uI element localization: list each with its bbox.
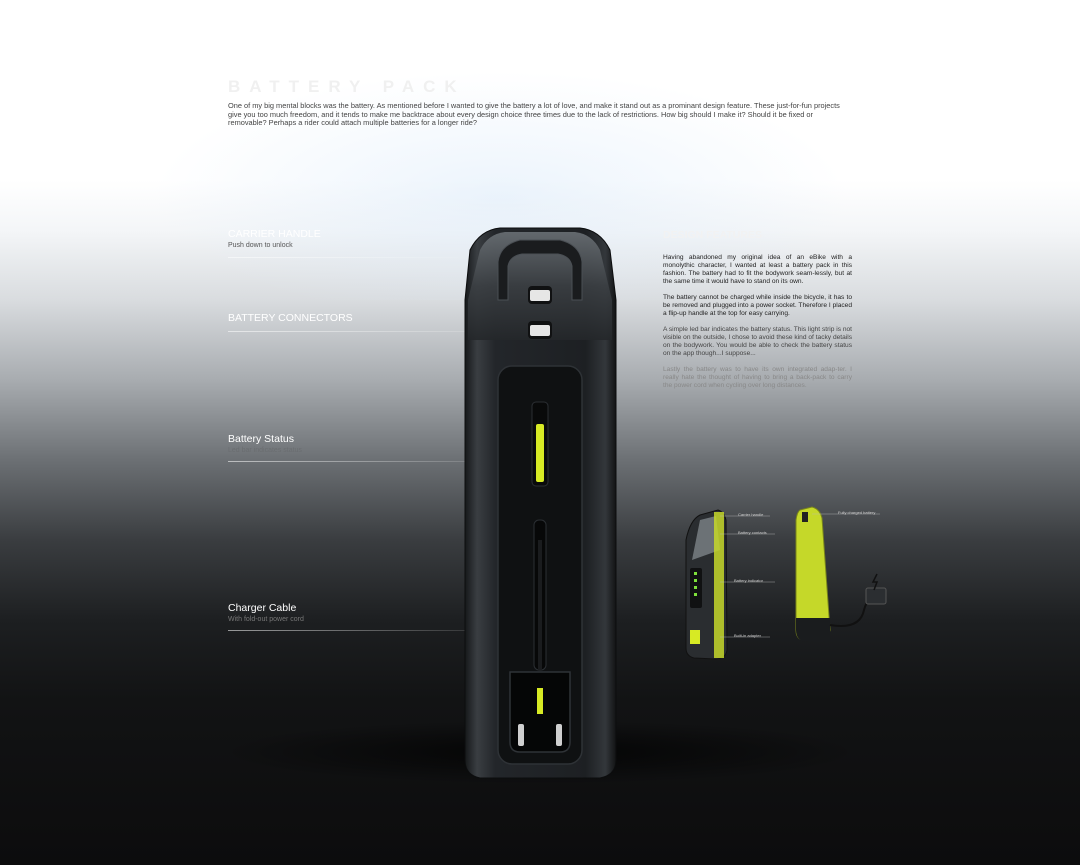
callout-title: Charger Cable <box>228 602 297 614</box>
mini-battery-cap <box>692 516 720 560</box>
mini-label: Battery indicator <box>734 578 763 583</box>
mini-connector-icon <box>802 512 808 522</box>
mini-label: Carrier handle <box>738 512 764 517</box>
plug-led-icon <box>537 688 543 714</box>
callout-carrier-handle: CARRIER HANDLE Push down to unlock <box>228 228 518 258</box>
design-features-body: Having abandoned my original idea of an … <box>663 254 852 399</box>
design-features-paragraph: The battery cannot be charged while insi… <box>663 294 852 317</box>
callout-battery-status: Battery Status Led bar indicates status <box>228 433 518 462</box>
mini-battery-dark <box>685 509 728 660</box>
callout-subtitle: With fold-out power cord <box>228 616 304 623</box>
callout-title: Battery Status <box>228 433 294 445</box>
carrier-handle-icon <box>497 239 583 301</box>
mini-battery-side <box>714 512 724 658</box>
mini-battery-yellow <box>795 506 887 642</box>
cable <box>538 540 542 670</box>
design-features-paragraph: Having abandoned my original idea of an … <box>663 254 852 285</box>
lightning-icon <box>871 573 879 591</box>
mini-label: Battery contacts <box>738 530 767 535</box>
callout-subtitle: Push down to unlock <box>228 242 293 249</box>
connector-pin-icon <box>530 325 550 336</box>
page-title: BATTERY PACK <box>228 77 466 96</box>
callout-title: CARRIER HANDLE <box>228 228 321 240</box>
design-features-paragraph: Lastly the battery was to have its own i… <box>663 366 852 390</box>
design-features-paragraph: A simple led bar indicates the battery s… <box>663 326 852 358</box>
mini-label: Built-in adapter <box>734 633 761 638</box>
mini-label: Fully charged battery <box>838 510 876 515</box>
callout-battery-connectors: BATTERY CONNECTORS <box>228 312 528 332</box>
callout-title: BATTERY CONNECTORS <box>228 312 353 324</box>
callout-line <box>228 461 518 462</box>
mini-plug-icon <box>690 630 700 644</box>
plug-prong-icon <box>556 724 562 746</box>
design-features-title: DESIGN FEATURES <box>663 229 762 241</box>
connector-pin-icon <box>530 290 550 301</box>
callout-line <box>228 257 458 258</box>
callout-line <box>228 630 508 631</box>
wall-socket-icon <box>865 587 887 605</box>
callout-line <box>228 331 528 332</box>
intro-paragraph: One of my big mental blocks was the batt… <box>228 101 840 128</box>
status-led-icon <box>536 424 544 482</box>
callout-charger-cable: Charger Cable With fold-out power cord <box>228 602 518 631</box>
plug-prong-icon <box>518 724 524 746</box>
callout-subtitle: Led bar indicates status <box>228 447 302 454</box>
